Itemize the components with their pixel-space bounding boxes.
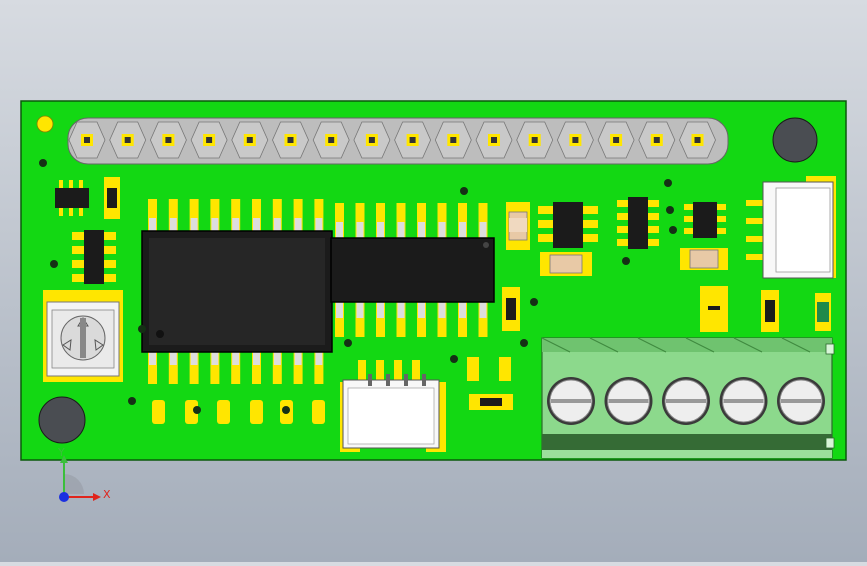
axis-triad[interactable]: Y X xyxy=(57,446,111,502)
smd-pad-b xyxy=(499,357,511,381)
terminal-screw[interactable] xyxy=(777,377,825,425)
header-pin xyxy=(190,121,228,159)
jst-connector-bottom[interactable] xyxy=(340,360,446,452)
header-pin xyxy=(597,121,635,159)
resistor-beige-right xyxy=(680,248,728,270)
header-pin xyxy=(231,121,269,159)
header-pin xyxy=(679,121,716,159)
ic-secondary-pins xyxy=(335,203,488,337)
mounting-hole-top-right xyxy=(772,117,818,163)
header-pin xyxy=(516,121,554,159)
header-pin xyxy=(353,121,391,159)
ic-soic8-right xyxy=(617,197,659,249)
header-pin xyxy=(556,121,594,159)
mounting-hole-bottom-left xyxy=(38,396,86,444)
ic-small-right xyxy=(684,202,726,238)
pin-header xyxy=(67,117,729,165)
header-pin xyxy=(68,121,106,159)
header-pin xyxy=(149,121,187,159)
header-pin xyxy=(638,121,676,159)
header-pin xyxy=(109,121,147,159)
header-pin xyxy=(272,121,309,159)
ic-main-pins xyxy=(148,199,324,384)
ic-sot-left xyxy=(72,230,116,284)
ic-soic-topleft xyxy=(55,180,89,216)
x-axis-label: X xyxy=(103,488,111,501)
bottom-pad-row xyxy=(152,400,325,424)
vias xyxy=(39,159,677,414)
ceramic-capacitor xyxy=(506,202,530,250)
header-pin xyxy=(434,121,472,159)
ic-secondary xyxy=(330,237,495,303)
header-pin xyxy=(475,121,513,159)
jst-connector-right[interactable] xyxy=(746,176,836,279)
terminal-screw[interactable] xyxy=(547,377,595,425)
header-pin xyxy=(312,121,350,159)
ic-soic8-center xyxy=(538,202,598,248)
resistor-beige xyxy=(540,252,592,276)
small-pad-top xyxy=(707,286,721,294)
header-pin xyxy=(394,121,432,159)
fiducial-marker xyxy=(36,115,54,133)
z-axis-dot xyxy=(59,492,69,502)
trimmer-potentiometer[interactable] xyxy=(43,290,123,382)
led-indicator xyxy=(815,293,831,331)
smd-pad-a xyxy=(467,357,479,381)
terminal-screw[interactable] xyxy=(662,377,710,425)
y-axis-label: Y xyxy=(57,446,65,459)
terminal-screw[interactable] xyxy=(604,377,653,425)
screw-terminal-block[interactable] xyxy=(541,337,835,459)
terminal-screw[interactable] xyxy=(719,377,768,425)
